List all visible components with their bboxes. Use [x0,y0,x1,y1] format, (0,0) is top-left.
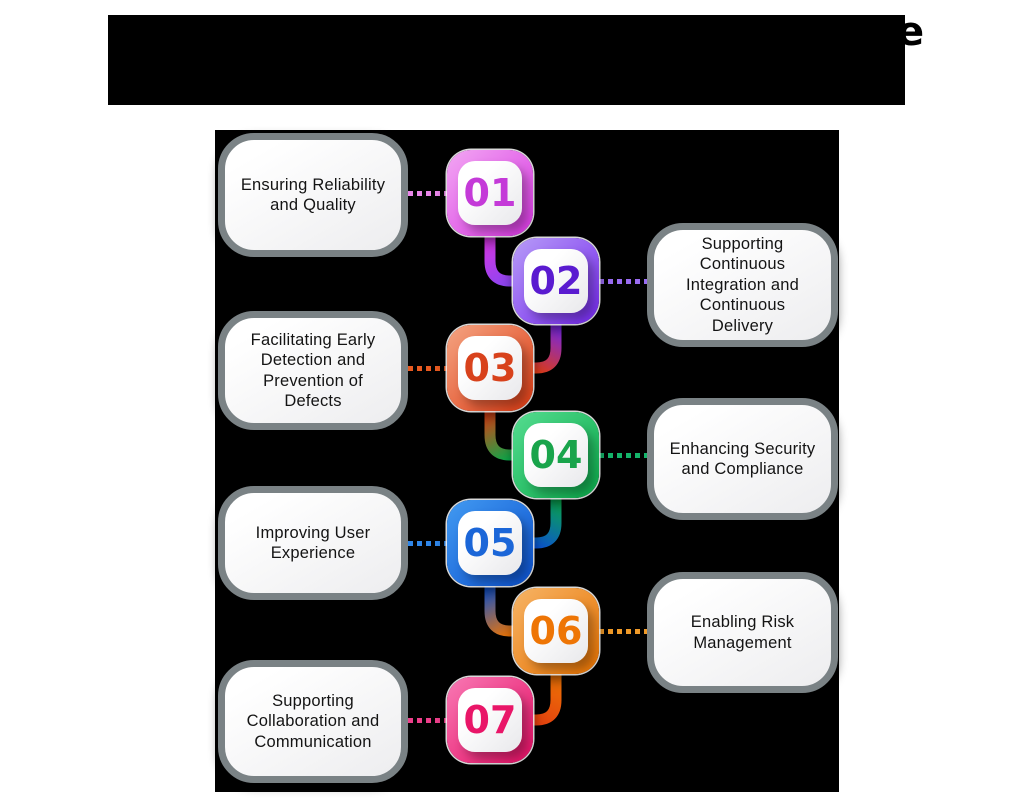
step-badge-inner: 05 [458,511,522,575]
title-overflow-letter: e [897,9,925,55]
step-badge-inner: 06 [524,599,588,663]
feature-card-label: Enhancing Security and Compliance [669,439,816,478]
step-badge-inner: 04 [524,423,588,487]
step-badge: 03 [447,325,533,411]
feature-card-label: Improving User Experience [255,523,371,562]
step-number: 03 [463,346,517,390]
feature-card-label: Facilitating Early Detection and Prevent… [250,330,376,410]
infographic-panel: Ensuring Reliability and Quality 01 Supp… [215,130,839,792]
tube-connector-02-03 [531,321,562,374]
feature-card-label: Supporting Collaboration and Communicati… [246,691,380,751]
feature-card-label: Ensuring Reliability and Quality [240,175,386,214]
connector-layer [484,233,562,726]
step-badge-inner: 01 [458,161,522,225]
step-badge: 07 [447,677,533,763]
feature-card-label: Supporting Continuous Integration and Co… [685,234,800,335]
dotted-connector [599,279,647,284]
step-badge: 06 [513,588,599,674]
feature-card: Supporting Continuous Integration and Co… [647,223,838,347]
step-number: 01 [463,171,517,215]
step-number: 02 [529,259,583,303]
step-badge-inner: 02 [524,249,588,313]
feature-card: Ensuring Reliability and Quality [218,133,408,257]
feature-card: Improving User Experience [218,486,408,600]
feature-card-label: Enabling Risk Management [690,613,795,652]
dotted-connector [408,541,447,546]
step-number: 06 [529,609,583,653]
step-number: 05 [463,521,517,565]
feature-card: Enhancing Security and Compliance [647,398,838,520]
dotted-connector [408,718,447,723]
step-badge: 01 [447,150,533,236]
dotted-connector [408,191,447,196]
step-badge: 04 [513,412,599,498]
tube-connector-06-07 [531,671,562,726]
feature-card: Enabling Risk Management [647,572,838,693]
dotted-connector [599,453,647,458]
step-badge: 05 [447,500,533,586]
step-badge-inner: 07 [458,688,522,752]
feature-card: Facilitating Early Detection and Prevent… [218,311,408,430]
step-number: 07 [463,698,517,742]
tube-connector-01-02 [484,233,515,287]
tube-connector-04-05 [531,495,562,549]
dotted-connector [408,366,447,371]
step-badge: 02 [513,238,599,324]
feature-card: Supporting Collaboration and Communicati… [218,660,408,783]
tube-connector-05-06 [484,583,515,637]
title-mask [108,15,905,105]
step-badge-inner: 03 [458,336,522,400]
step-number: 04 [529,433,583,477]
tube-connector-03-04 [484,408,515,461]
dotted-connector [599,629,647,634]
